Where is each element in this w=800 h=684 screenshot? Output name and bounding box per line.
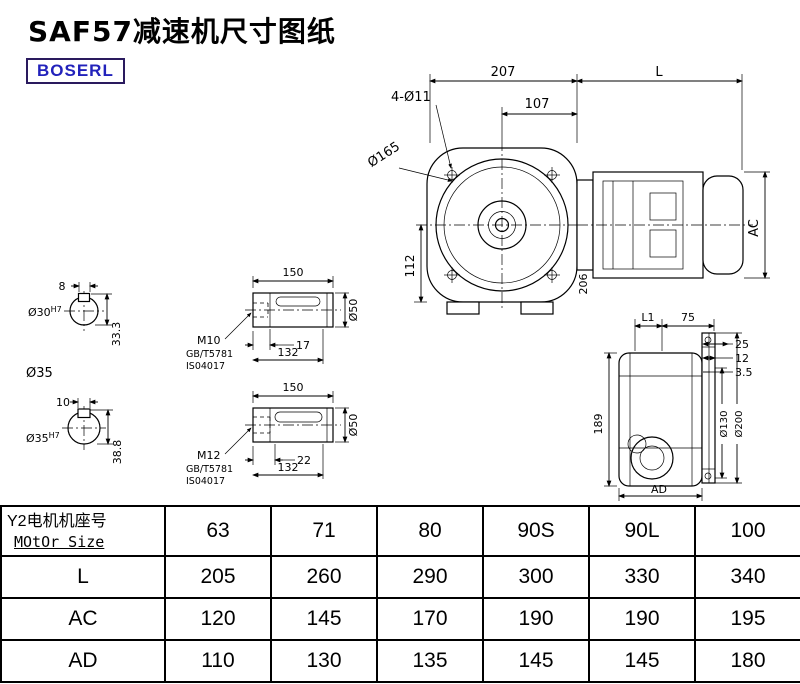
dim-L1-label: L1	[641, 311, 654, 324]
value-cell: 290	[376, 555, 484, 599]
technical-drawing: 207 L 107 4-Ø11 Ø165 112 AC 206	[26, 65, 770, 501]
brand-name: BOSERL	[37, 61, 114, 80]
standard-gb-bottom-label: GB/T5781	[186, 464, 233, 475]
value-cell: 190	[482, 597, 590, 641]
dim-22-label: 22	[297, 454, 311, 467]
dim-flange-dia-label: Ø165	[365, 139, 403, 171]
dim-d130-label: Ø130	[718, 411, 730, 438]
row-label-L: L	[0, 555, 166, 599]
dim-AC-label: AC	[747, 219, 762, 237]
value-cell: 190	[588, 597, 696, 641]
value-cell: 120	[164, 597, 272, 641]
dim-132-top-label: 132	[278, 346, 299, 359]
dim-d50-bottom-label: Ø50	[347, 414, 360, 437]
standard-iso-bottom-label: IS04017	[186, 476, 225, 487]
dim-132-bottom-label: 132	[278, 461, 299, 474]
motor-size-label-en: MOtOr Size	[14, 532, 105, 551]
value-cell: 340	[694, 555, 800, 599]
dim-d50-top-label: Ø50	[347, 299, 360, 322]
value-cell: 330	[588, 555, 696, 599]
dim-107-label: 107	[525, 97, 550, 112]
row-label-AD: AD	[0, 639, 166, 683]
dim-206-label: 206	[577, 274, 590, 295]
bore30-value: Ø30	[28, 306, 51, 319]
brand-logo: BOSERL	[26, 58, 125, 84]
value-cell: 145	[482, 639, 590, 683]
motor-size-value: 80	[376, 505, 484, 557]
dim-3-5-label: 3.5	[735, 366, 753, 379]
thread-m10-label: M10	[197, 334, 221, 347]
value-cell: 205	[164, 555, 272, 599]
table-row-AD: AD 110 130 135 145 145 180	[0, 639, 800, 683]
bore30-tolerance: H7	[51, 305, 62, 314]
side-view: L1 75 25 12 3.5 189 Ø130	[592, 311, 753, 501]
bore-section-top: 8 Ø30H7 33.3	[28, 280, 123, 346]
dim-75-label: 75	[681, 311, 695, 324]
motor-size-value: 100	[694, 505, 800, 557]
motor-size-table: Y2电机机座号 MOtOr Size 63 71 80 90S 90L 100 …	[0, 505, 800, 683]
dim-112-label: 112	[403, 255, 417, 278]
dim-150-label: 150	[283, 266, 304, 279]
dim-12-label: 12	[735, 352, 749, 365]
dim-189-label: 189	[592, 414, 605, 435]
motor-size-value: 63	[164, 505, 272, 557]
table-row-AC: AC 120 145 170 190 190 195	[0, 597, 800, 641]
dim-150b-label: 150	[283, 381, 304, 394]
value-cell: 130	[270, 639, 378, 683]
bore35-tolerance: H7	[49, 431, 60, 440]
page-title: SAF57减速机尺寸图纸	[28, 15, 336, 48]
shaft-bottom: 150 Ø50 22 132 M12 GB/T5781 IS0	[186, 381, 360, 487]
dim-d200-label: Ø200	[733, 411, 745, 438]
dim-d35-label: Ø35	[26, 366, 53, 381]
dim-bore30-label: Ø30H7	[28, 305, 62, 319]
dim-bolt-holes-label: 4-Ø11	[391, 90, 431, 105]
motor-size-value: 71	[270, 505, 378, 557]
table-row-header: Y2电机机座号 MOtOr Size 63 71 80 90S 90L 100	[0, 505, 800, 557]
dim-207-label: 207	[491, 65, 516, 80]
motor-size-value: 90L	[588, 505, 696, 557]
value-cell: 260	[270, 555, 378, 599]
value-cell: 300	[482, 555, 590, 599]
dim-25-label: 25	[735, 338, 749, 351]
value-cell: 170	[376, 597, 484, 641]
value-cell: 145	[588, 639, 696, 683]
dim-17-label: 17	[296, 339, 310, 352]
shaft-top: 150 Ø50 17 132 M10 GB/T5781 IS0	[186, 266, 360, 372]
bore35-value: Ø35	[26, 432, 49, 445]
dim-AD-label: AD	[651, 483, 667, 496]
value-cell: 195	[694, 597, 800, 641]
dim-33-3-label: 33.3	[110, 322, 123, 347]
front-view: 207 L 107 4-Ø11 Ø165 112 AC 206	[365, 65, 770, 315]
table-row-L: L 205 260 290 300 330 340	[0, 555, 800, 599]
standard-gb-top-label: GB/T5781	[186, 349, 233, 360]
value-cell: 135	[376, 639, 484, 683]
motor-size-value: 90S	[482, 505, 590, 557]
value-cell: 110	[164, 639, 272, 683]
value-cell: 180	[694, 639, 800, 683]
bore-section-bottom: Ø35 10 Ø35H7 38.8	[26, 366, 124, 464]
value-cell: 145	[270, 597, 378, 641]
standard-iso-top-label: IS04017	[186, 361, 225, 372]
motor-size-label-cn: Y2电机机座号	[7, 513, 107, 531]
dim-bore35-label: Ø35H7	[26, 431, 60, 445]
thread-m12-label: M12	[197, 449, 221, 462]
motor	[576, 171, 753, 279]
dim-38-8-label: 38.8	[111, 440, 124, 465]
table-header-label: Y2电机机座号 MOtOr Size	[0, 505, 166, 557]
dim-key10-label: 10	[56, 396, 70, 409]
row-label-AC: AC	[0, 597, 166, 641]
dim-key8-label: 8	[59, 280, 66, 293]
dim-L-label: L	[655, 65, 663, 80]
